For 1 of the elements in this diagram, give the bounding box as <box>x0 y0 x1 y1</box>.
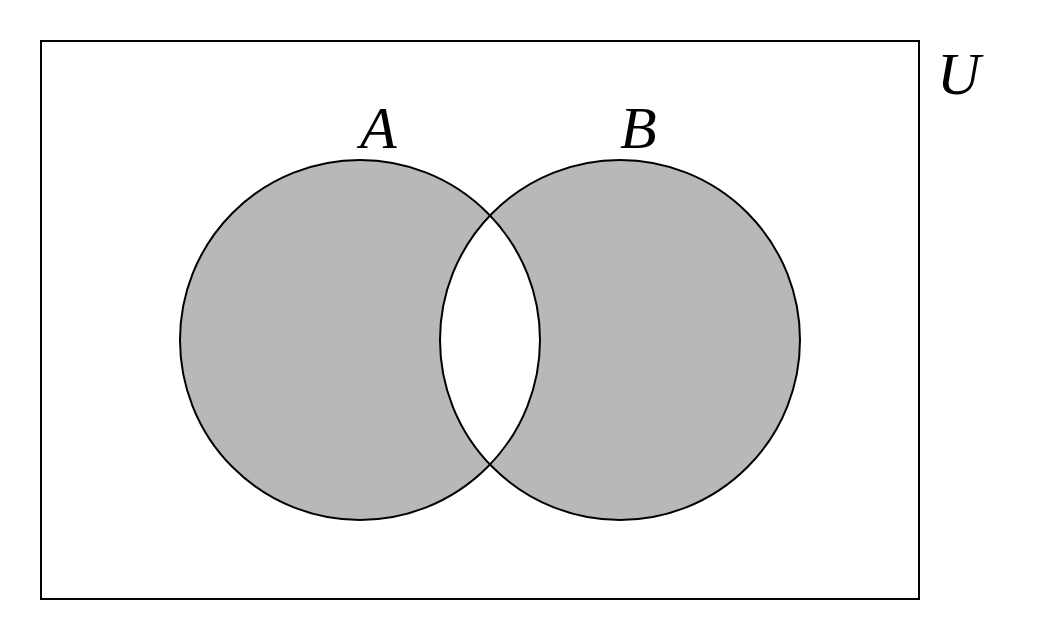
set-label: B <box>620 98 657 158</box>
